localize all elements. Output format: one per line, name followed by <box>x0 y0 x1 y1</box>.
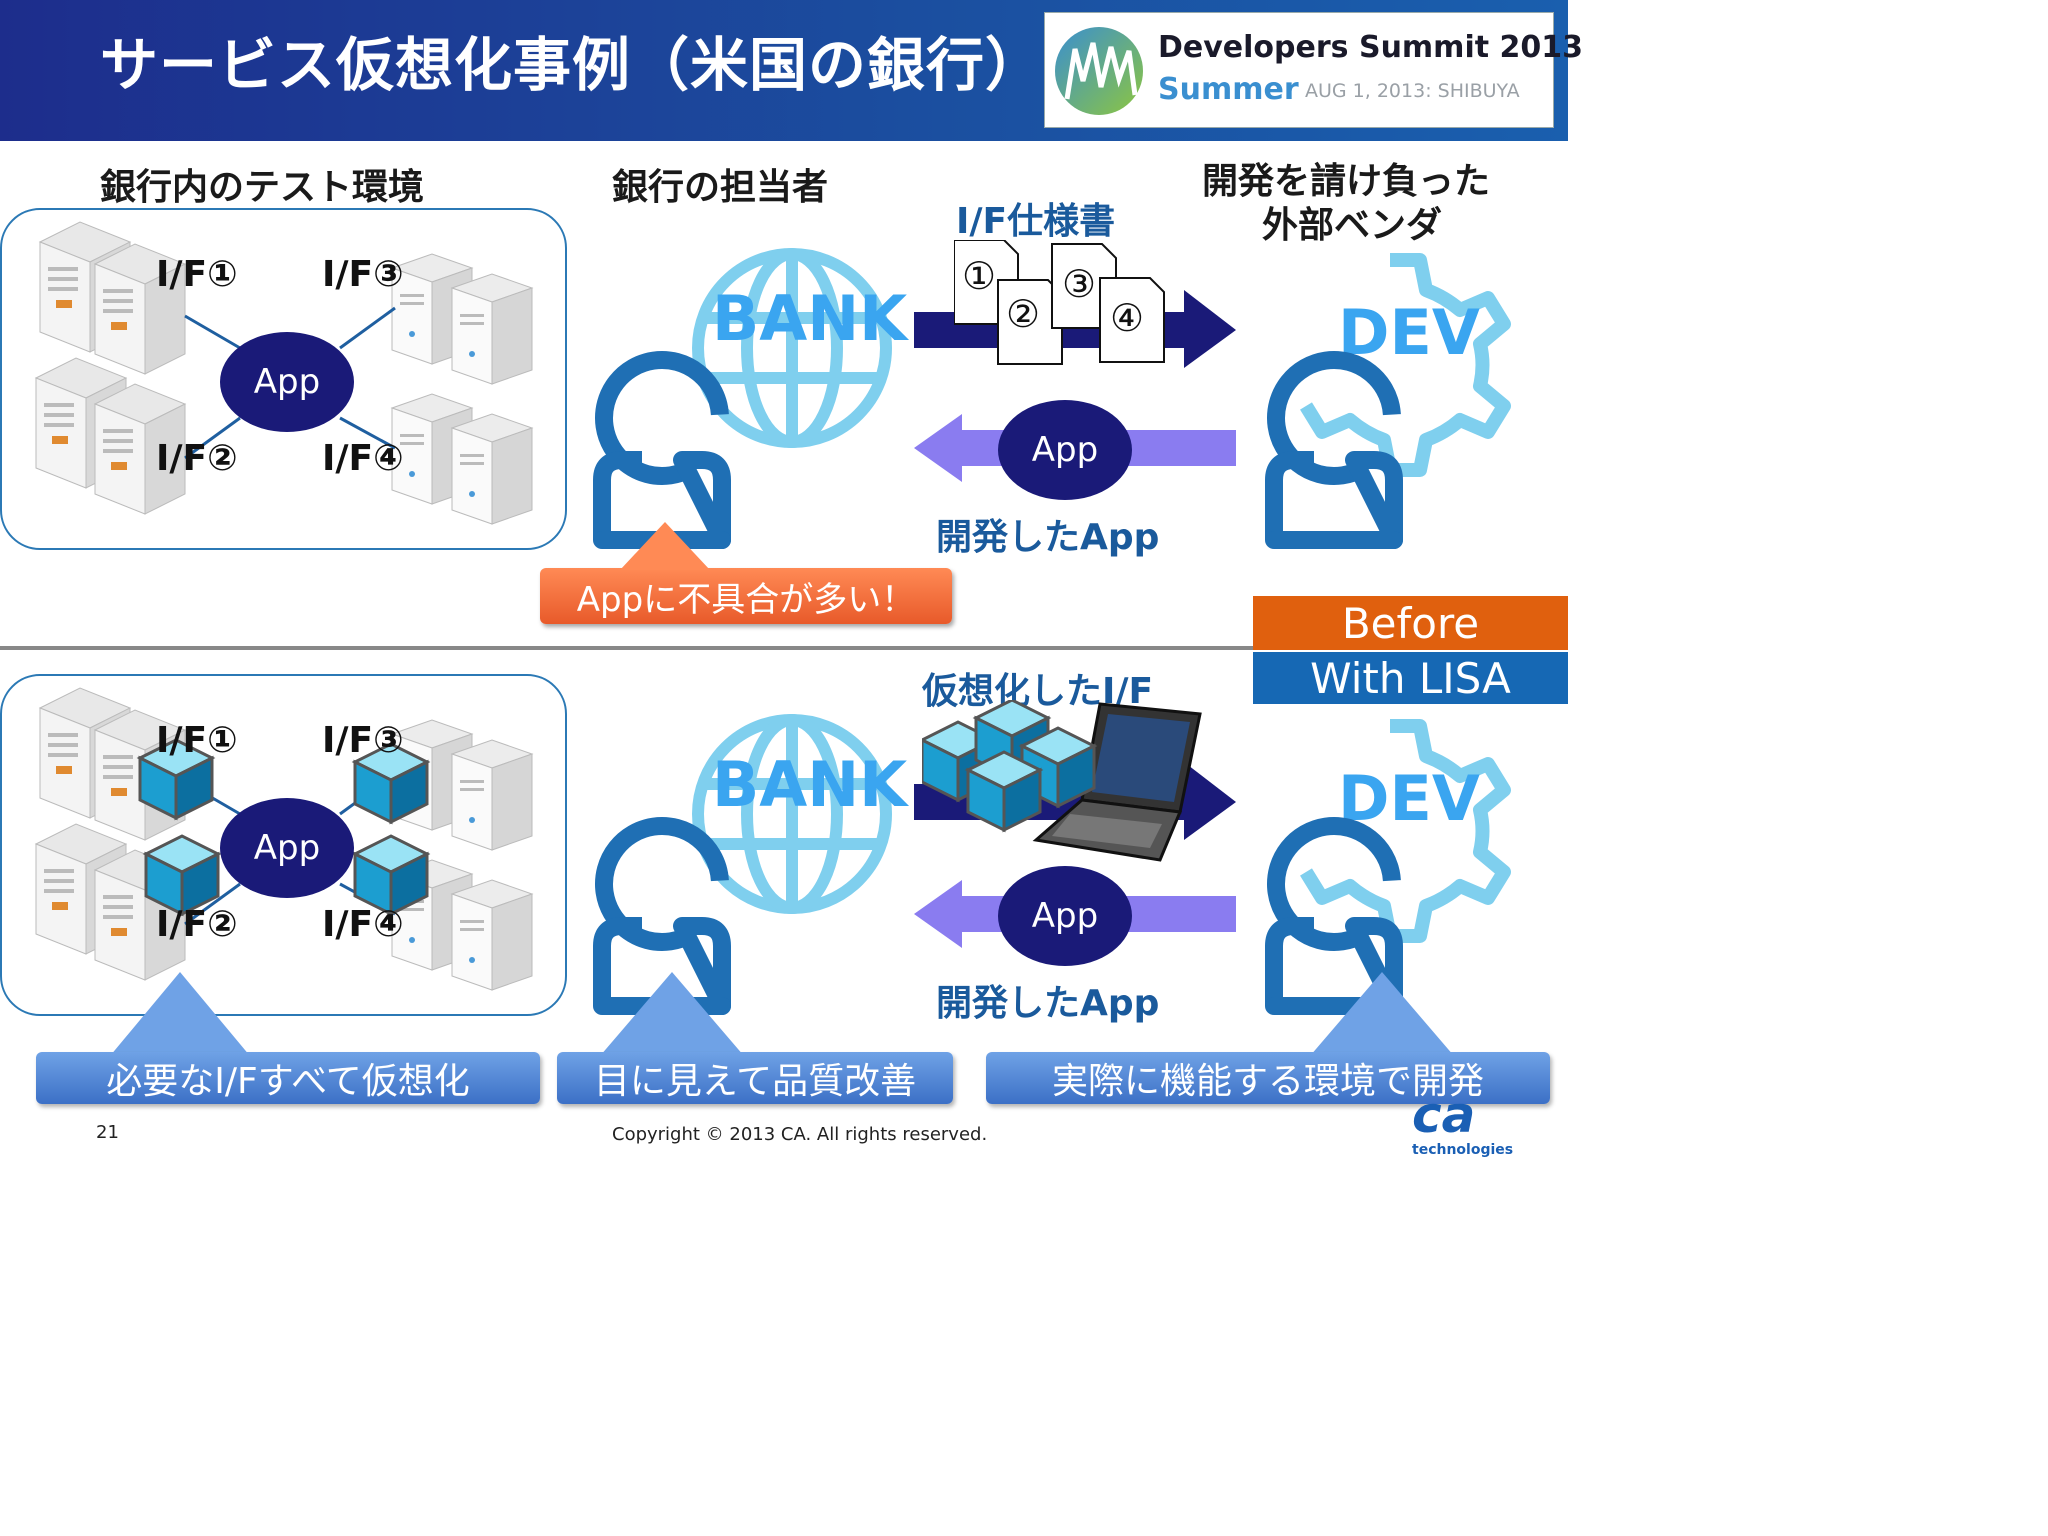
spec-label: I/F仕様書 <box>956 201 1116 242</box>
with-lisa-badge: With LISA <box>1253 652 1568 704</box>
doc-number-1: ① <box>962 254 997 298</box>
doc-number-4: ④ <box>1110 296 1145 340</box>
dev-label-after: DEV <box>1338 762 1480 835</box>
ca-logo-mark: ca <box>1412 1086 1476 1144</box>
developed-app-label-after: 開発したApp <box>936 983 1160 1024</box>
bank-label-before: BANK <box>712 282 908 355</box>
developed-app-node-after: App <box>998 866 1132 966</box>
dev-label-before: DEV <box>1338 296 1480 369</box>
section-divider <box>0 646 1568 650</box>
app-node-before: App <box>220 332 354 432</box>
server-cluster-after <box>35 687 533 991</box>
logo-event-name: Developers Summit 2013 <box>1158 30 1584 65</box>
event-logo <box>1044 12 1554 128</box>
if3-label-before: I/F③ <box>322 254 404 295</box>
if3-label-after: I/F③ <box>322 720 404 761</box>
logo-season: Summer <box>1158 72 1299 107</box>
if1-label-before: I/F① <box>156 254 238 295</box>
callout-quality-improvement: 目に見えて品質改善 <box>557 1052 953 1104</box>
before-badge: Before <box>1253 596 1568 650</box>
copyright-notice: Copyright © 2013 CA. All rights reserved… <box>612 1124 988 1145</box>
server-cluster-before <box>35 221 533 525</box>
vendor-title-line1: 開発を請け負った <box>1202 161 1491 202</box>
app-node-after: App <box>220 798 354 898</box>
ca-logo-wordmark: technologies <box>1412 1142 1514 1158</box>
if1-label-after: I/F① <box>156 720 238 761</box>
callout-dev-in-working-env: 実際に機能する環境で開発 <box>986 1052 1550 1104</box>
callout-pointer <box>620 522 710 570</box>
doc-number-3: ③ <box>1062 262 1097 306</box>
if2-label-before: I/F② <box>156 438 238 479</box>
problem-callout: Appに不具合が多い！ <box>540 568 952 624</box>
virtual-service-cubes-icon <box>922 700 1096 832</box>
callout-virtualize-all-if: 必要なI/Fすべて仮想化 <box>36 1052 540 1104</box>
developed-app-label-before: 開発したApp <box>936 517 1160 558</box>
callout-pointers <box>110 972 1454 1056</box>
laptop-icon <box>1032 702 1202 862</box>
tree-logo-icon <box>1055 27 1143 115</box>
env-title: 銀行内のテスト環境 <box>100 167 425 208</box>
page-number: 21 <box>96 1122 119 1143</box>
if4-label-after: I/F④ <box>322 904 404 945</box>
developed-app-node-before: App <box>998 400 1132 500</box>
bank-person-title: 銀行の担当者 <box>612 167 829 208</box>
slide-title: サービス仮想化事例（米国の銀行） <box>100 31 1045 99</box>
if4-label-before: I/F④ <box>322 438 404 479</box>
doc-number-2: ② <box>1006 292 1041 336</box>
vendor-title-line2: 外部ベンダ <box>1262 205 1443 246</box>
vendor-person-icon <box>1254 340 1414 552</box>
bank-label-after: BANK <box>712 748 908 821</box>
bank-person-icon <box>582 340 742 552</box>
if2-label-after: I/F② <box>156 904 238 945</box>
logo-date: AUG 1, 2013: SHIBUYA <box>1305 80 1520 102</box>
